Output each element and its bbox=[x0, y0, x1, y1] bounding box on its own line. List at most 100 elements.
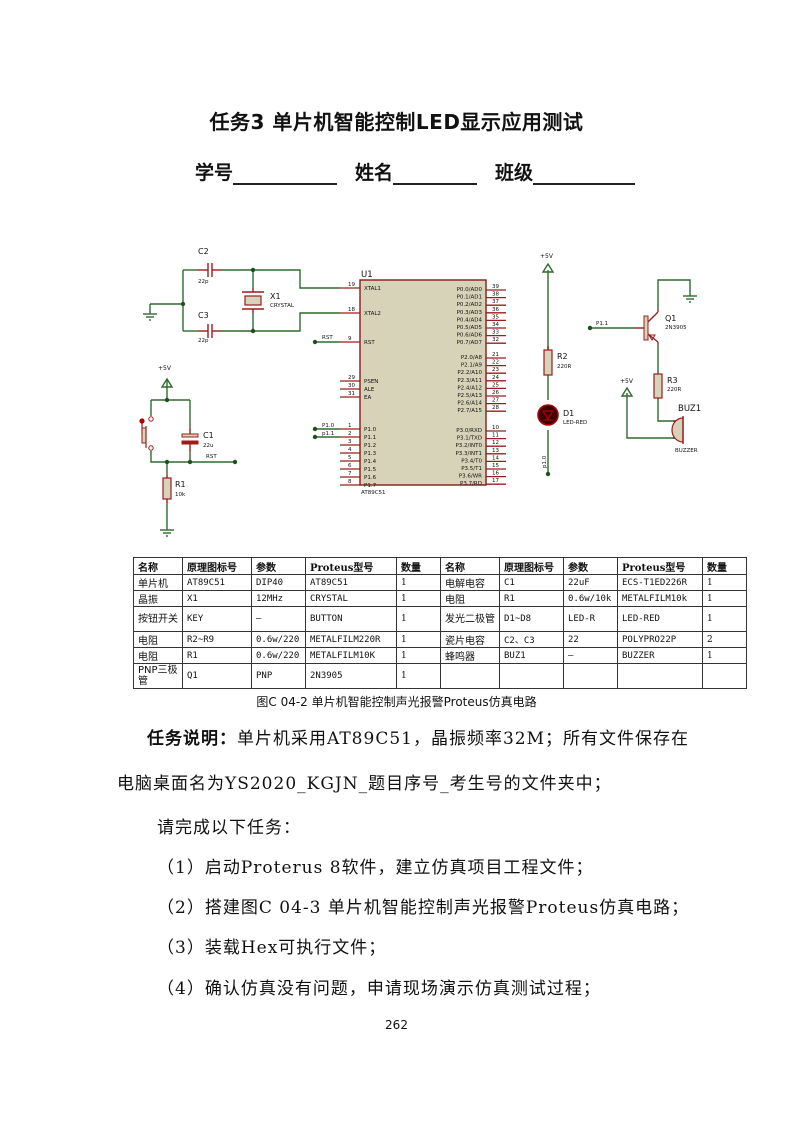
chip-pin-name: P0.6/AD6 bbox=[457, 333, 483, 339]
chip-pin-number: 5 bbox=[348, 455, 352, 461]
ground-icon bbox=[143, 313, 157, 321]
c2-value: 22p bbox=[198, 279, 209, 285]
c2-ref: C2 bbox=[198, 247, 209, 256]
chip-pin-number: 22 bbox=[492, 360, 499, 366]
r2-ref: R2 bbox=[557, 352, 568, 361]
table-cell: 蜂鸣器 bbox=[440, 647, 500, 664]
student-number-label: 学号 bbox=[195, 162, 234, 184]
table-header-cell: Proteus型号 bbox=[305, 557, 397, 575]
rst-net-label: RST bbox=[206, 454, 217, 460]
chip-pin-number: 37 bbox=[492, 299, 499, 305]
chip-pin-name: XTAL1 bbox=[364, 286, 381, 292]
p10-led-net-label: p1.0 bbox=[542, 455, 548, 468]
class-field[interactable] bbox=[533, 163, 636, 185]
task-description-line1: 任务说明：单片机采用AT89C51，晶振频率32M；所有文件保存在 bbox=[147, 724, 689, 749]
task-description-line2: 电脑桌面名为YS2020_KGJN_题目序号_考生号的文件夹中； bbox=[117, 774, 612, 794]
chip-pin-name: ALE bbox=[364, 387, 375, 393]
chip-pin-name: P2.6/A14 bbox=[457, 401, 482, 407]
chip-pin-number: 21 bbox=[492, 352, 499, 358]
table-cell: 0.6w/10k bbox=[563, 590, 618, 607]
task-description-label: 任务说明： bbox=[147, 729, 237, 749]
chip-pin-number: 3 bbox=[348, 439, 352, 445]
table-cell: 12MHz bbox=[251, 590, 306, 607]
capacitor-c1 bbox=[181, 428, 199, 452]
chip-pin-name: P0.2/AD2 bbox=[457, 302, 482, 308]
buzzer-ref: BUZ1 bbox=[678, 404, 701, 414]
table-cell: LED-RED bbox=[617, 606, 703, 632]
step-2: （2）搭建图C 04-3 单片机智能控制声光报警Proteus仿真电路； bbox=[157, 898, 690, 918]
chip-pin-number: 8 bbox=[348, 479, 352, 485]
chip-pin-name: P3.0/RXD bbox=[456, 428, 482, 434]
chip-pin-name: P0.7/AD7 bbox=[457, 340, 483, 346]
chip-part: AT89C51 bbox=[361, 490, 386, 496]
chip-pin-number: 24 bbox=[492, 375, 499, 381]
chip-pin-number: 36 bbox=[492, 307, 499, 313]
chip-pin-name: P3.1/TXD bbox=[457, 436, 482, 442]
chip-pin-number: 25 bbox=[492, 382, 499, 388]
chip-pin-name: RST bbox=[364, 340, 375, 346]
chip-pin-number: 29 bbox=[348, 375, 355, 381]
chip-pin-number: 19 bbox=[348, 282, 355, 288]
capacitor-c3 bbox=[198, 324, 222, 338]
resistor-r1 bbox=[162, 475, 172, 503]
name-field[interactable] bbox=[393, 163, 478, 185]
chip-pin-name: P0.0/AD0 bbox=[457, 287, 483, 293]
table-cell: 电解电容 bbox=[440, 574, 500, 591]
chip-pin-number: 11 bbox=[492, 433, 499, 439]
table-cell: D1~D8 bbox=[499, 606, 564, 632]
chip-pin-number: 35 bbox=[492, 314, 499, 320]
table-cell: METALFILM10K bbox=[305, 647, 397, 664]
table-cell: AT89C51 bbox=[182, 574, 252, 591]
table-cell: R1 bbox=[182, 647, 252, 664]
table-cell: 1 bbox=[396, 663, 441, 689]
table-cell: 1 bbox=[396, 647, 441, 664]
chip-pin-number: 15 bbox=[492, 463, 499, 469]
table-cell: 1 bbox=[396, 631, 441, 648]
chip-pin-name: P1.5 bbox=[364, 467, 377, 473]
crystal-value: CRYSTAL bbox=[270, 303, 295, 309]
buzzer-value: BUZZER bbox=[675, 448, 698, 454]
table-cell: 电阻 bbox=[440, 590, 500, 607]
chip-pin-name: P0.1/AD1 bbox=[457, 295, 482, 301]
name-label: 姓名 bbox=[355, 162, 394, 184]
chip-ref: U1 bbox=[361, 270, 373, 280]
chip-pin-name: P1.3 bbox=[364, 451, 377, 457]
d1-value: LED-RED bbox=[563, 420, 587, 426]
chip-pin-number: 28 bbox=[492, 405, 499, 411]
chip-pin-name: P2.1/A9 bbox=[461, 363, 483, 369]
crystal-x1 bbox=[242, 288, 264, 313]
chip-pin-number: 7 bbox=[348, 471, 352, 477]
p11-net-label: P1.1 bbox=[596, 321, 608, 327]
chip-pin-number: 18 bbox=[348, 307, 355, 313]
table-cell: 1 bbox=[396, 574, 441, 591]
table-cell: BUTTON bbox=[305, 606, 397, 632]
table-header-cell: 名称 bbox=[133, 557, 183, 575]
microcontroller-u1: 19XTAL118XTAL29RST29PSEN30ALE31EA1P1.02P… bbox=[340, 279, 506, 489]
chip-pin-name: P3.7/RD bbox=[460, 481, 482, 487]
step-1: （1）启动Proterus 8软件，建立仿真项目工程文件； bbox=[157, 858, 594, 878]
circuit-schematic: +5V +5V +5V C2 22p C3 22p X1 CRYSTAL bbox=[139, 247, 701, 537]
chip-pin-number: 34 bbox=[492, 322, 499, 328]
table-cell: 晶振 bbox=[133, 590, 183, 607]
table-cell: DIP40 bbox=[251, 574, 306, 591]
table-cell: POLYPRO22P bbox=[617, 631, 703, 648]
chip-pin-name: P1.2 bbox=[364, 443, 376, 449]
student-number-field[interactable] bbox=[233, 163, 338, 185]
table-header-cell: Proteus型号 bbox=[617, 557, 703, 575]
table-cell: X1 bbox=[182, 590, 252, 607]
table-cell: 0.6w/220 bbox=[251, 631, 306, 648]
rst-net-label: RST bbox=[322, 335, 333, 341]
table-cell: 2N3905 bbox=[305, 663, 397, 689]
chip-pin-number: 23 bbox=[492, 367, 499, 373]
chip-pin-name: P1.1 bbox=[364, 435, 376, 441]
c1-value: 22u bbox=[203, 443, 213, 449]
table-cell: 0.6w/220 bbox=[251, 647, 306, 664]
step-3: （3）装载Hex可执行文件； bbox=[157, 938, 387, 958]
d1-ref: D1 bbox=[563, 409, 574, 418]
step-4: （4）确认仿真没有问题，申请现场演示仿真测试过程； bbox=[157, 979, 601, 999]
